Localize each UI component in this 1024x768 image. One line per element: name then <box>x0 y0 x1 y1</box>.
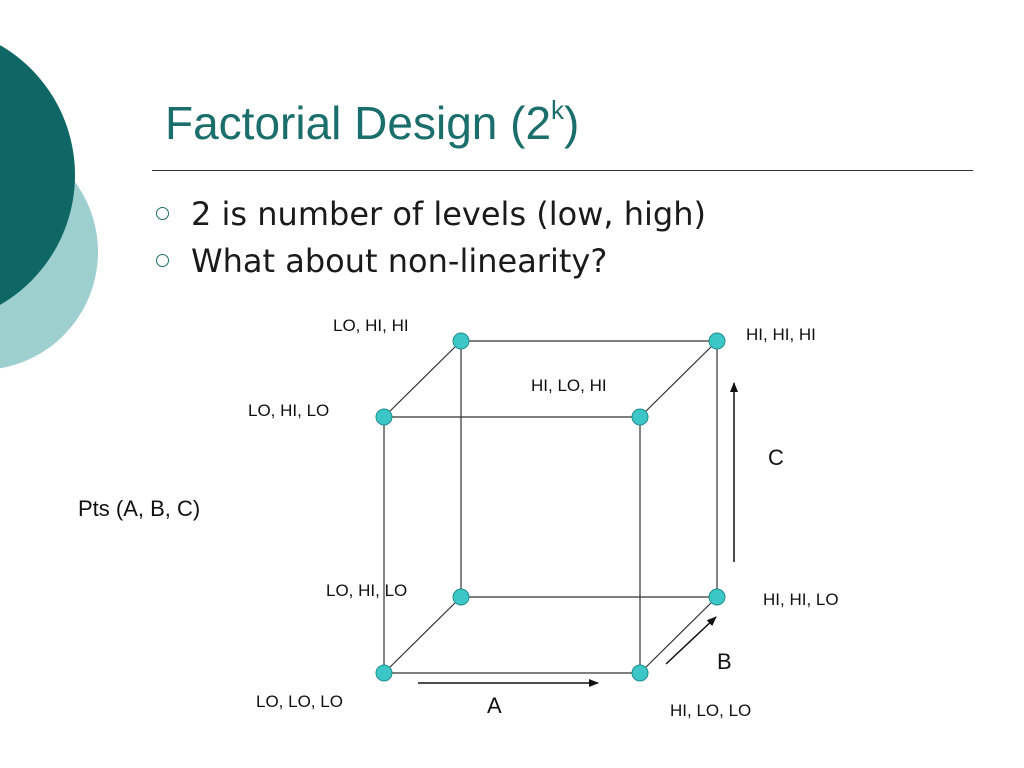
vertex-node <box>452 588 470 606</box>
vertex-node <box>708 332 726 350</box>
cube-edge <box>383 340 462 418</box>
cube-edge <box>639 596 718 674</box>
vertex-node <box>375 408 393 426</box>
bullet-item: What about non-linearity? <box>156 237 706 284</box>
bullet-list: 2 is number of levels (low, high) What a… <box>156 190 706 284</box>
title-close-paren: ) <box>564 97 580 149</box>
bullet-item: 2 is number of levels (low, high) <box>156 190 706 237</box>
bullet-text: 2 is number of levels (low, high) <box>191 194 706 233</box>
vertex-node <box>631 408 649 426</box>
cube-edges <box>383 340 718 674</box>
vertex-node <box>452 332 470 350</box>
cube-edge <box>639 340 718 418</box>
vertex-label: HI, LO, HI <box>531 376 607 395</box>
cube-edge <box>383 596 462 674</box>
slide-title: Factorial Design (2k) <box>165 96 579 150</box>
vertex-label: HI, HI, LO <box>763 590 839 609</box>
points-label: Pts (A, B, C) <box>78 496 200 521</box>
vertex-label: LO, HI, LO <box>248 401 329 420</box>
title-superscript: k <box>551 95 565 125</box>
vertex-node <box>375 664 393 682</box>
dark-teal-circle <box>0 45 75 305</box>
decorative-circles <box>0 45 98 369</box>
bullet-text: What about non-linearity? <box>191 241 608 280</box>
vertex-label: LO, HI, HI <box>333 316 409 335</box>
vertex-label: HI, HI, HI <box>746 325 816 344</box>
vertex-label: HI, LO, LO <box>670 701 751 720</box>
hollow-circle-bullet-icon <box>156 207 169 220</box>
axis-a-label: A <box>487 693 502 718</box>
axis-b-arrow-icon <box>665 616 717 665</box>
cube-vertices <box>375 332 726 682</box>
axis-b-label: B <box>717 649 732 674</box>
axis-c-label: C <box>768 445 784 470</box>
vertex-node <box>631 664 649 682</box>
vertex-label: LO, LO, LO <box>256 692 343 711</box>
title-divider <box>152 170 973 171</box>
vertex-node <box>708 588 726 606</box>
hollow-circle-bullet-icon <box>156 254 169 267</box>
title-text: Factorial Design (2 <box>165 97 552 149</box>
axis-arrows <box>418 382 738 687</box>
vertex-label: LO, HI, LO <box>326 581 407 600</box>
